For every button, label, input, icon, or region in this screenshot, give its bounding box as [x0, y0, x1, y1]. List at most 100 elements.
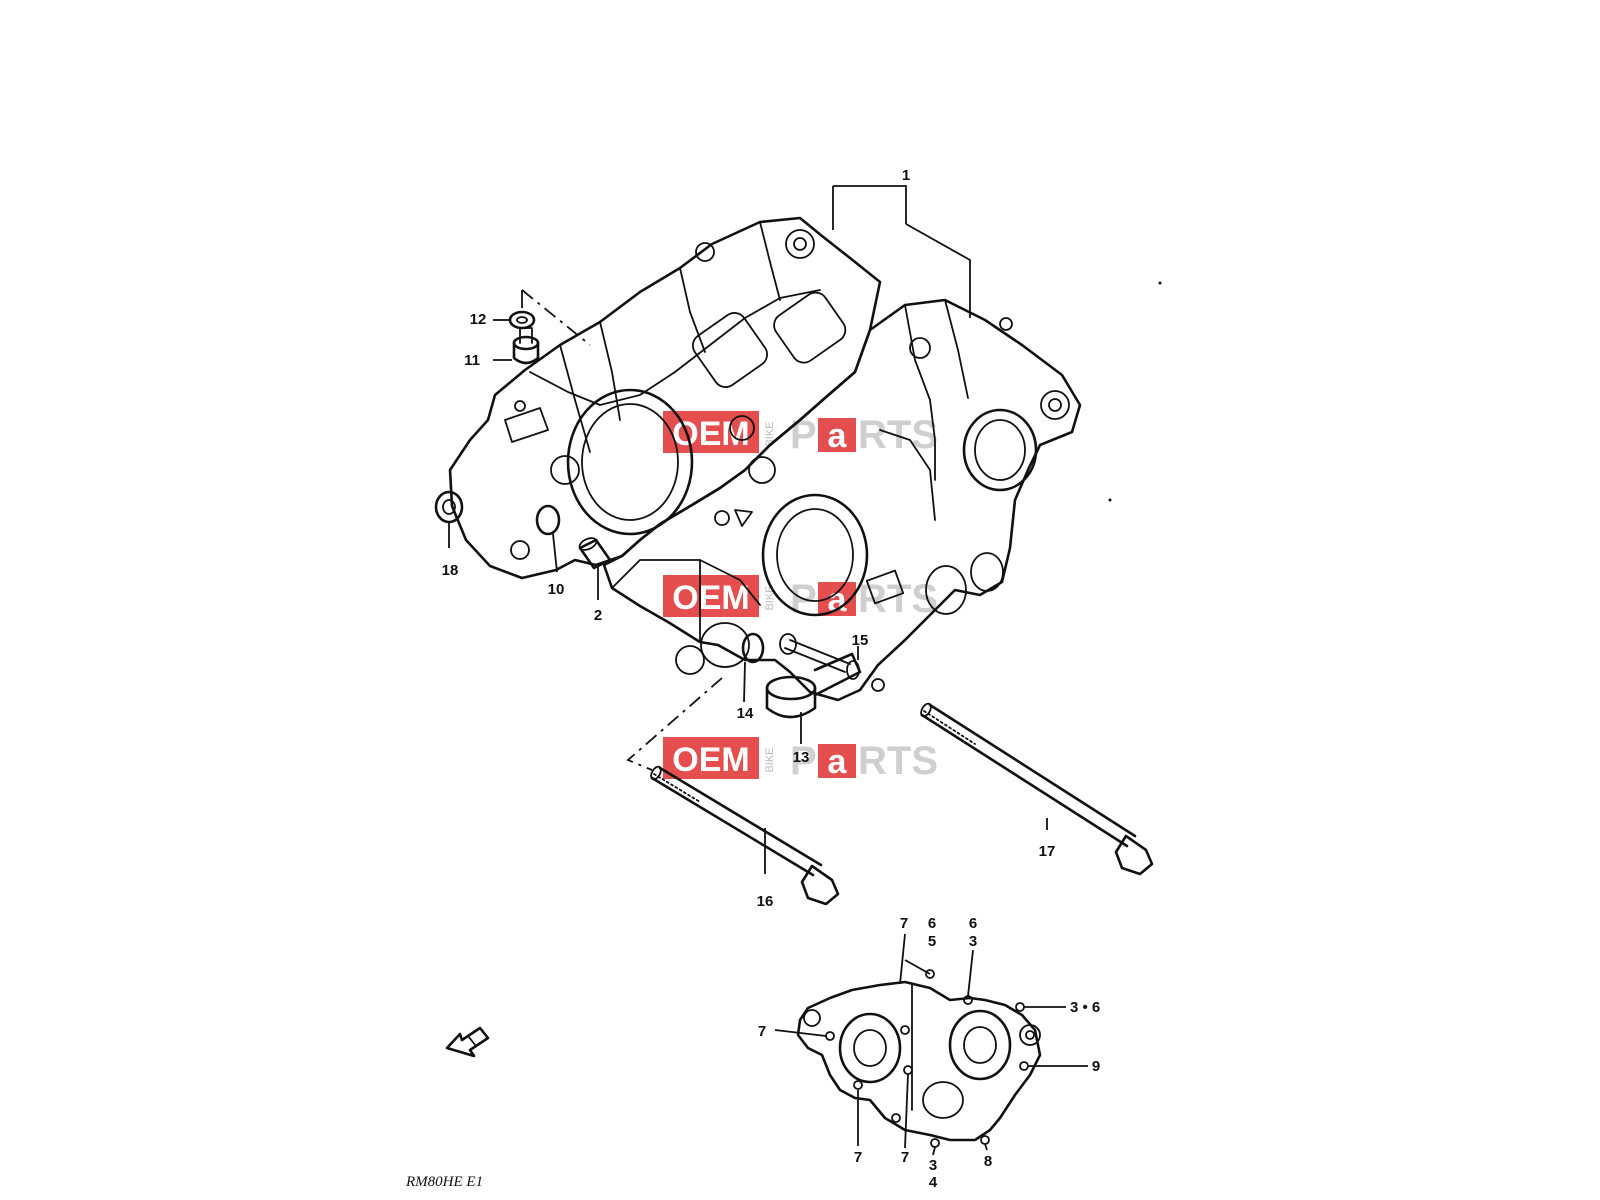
part-label-17: 17	[1039, 843, 1056, 860]
right-case-bore	[925, 565, 967, 615]
inset-boss	[803, 1009, 821, 1027]
watermark-a-box	[818, 744, 856, 778]
left-case-rib	[559, 344, 591, 453]
right-case-rib	[944, 299, 969, 399]
lower-boss	[675, 645, 705, 675]
case-tab	[865, 569, 905, 605]
right-case-rib	[879, 429, 936, 521]
right-crankcase-outline	[602, 298, 1082, 702]
bolt-boss	[1040, 390, 1070, 420]
part-label-11: 11	[464, 352, 480, 369]
bolt-11	[512, 327, 540, 365]
right-shaft-bore	[962, 408, 1038, 492]
bolt-hole	[999, 317, 1013, 331]
bolt-hole	[1048, 398, 1062, 412]
long-bolt-17	[920, 702, 1154, 876]
watermark-parts-a: a	[828, 743, 848, 781]
left-crankcase-outline	[448, 216, 882, 580]
right-case-bore	[970, 552, 1004, 592]
inset-boss-hole	[1025, 1030, 1035, 1040]
bolt-boss	[550, 455, 580, 485]
watermark-parts-rest: RTS	[858, 413, 938, 457]
watermark-parts-rest: RTS	[858, 739, 938, 783]
part-label-1: 1	[902, 167, 910, 184]
inset-label-5: 5	[928, 933, 936, 950]
left-bearing-bore	[566, 388, 694, 536]
bolt-boss	[510, 540, 530, 560]
inset-label-7d: 7	[901, 1149, 909, 1166]
watermark-oem-text: OEM	[672, 415, 749, 453]
left-case-window	[773, 291, 847, 364]
inset-labels: 7 6 5 6 3 3 • 6 7 9 7 7 3 4 8	[758, 915, 1100, 1191]
top-mount-hole	[793, 237, 807, 251]
o-ring-10	[535, 504, 561, 536]
watermark-bike-text: BIKE	[764, 421, 776, 446]
dowel-pin-2	[578, 537, 612, 570]
right-bearing-inner	[776, 508, 854, 602]
inset-label-7: 7	[900, 915, 908, 932]
inset-label-6: 6	[928, 915, 936, 932]
part-labels: 1 12 11 18 10 2 15 14 13 17 16	[442, 167, 1056, 910]
left-case-rib	[679, 267, 706, 353]
long-bolt-16	[650, 765, 840, 906]
symbol-triangle	[734, 509, 753, 527]
left-case-ridge	[529, 289, 821, 406]
part-label-2: 2	[594, 607, 602, 624]
inset-lower-bore	[922, 1081, 964, 1119]
part-label-18: 18	[442, 562, 459, 579]
inset-label-9: 9	[1092, 1058, 1100, 1075]
watermark-parts-a: a	[828, 417, 848, 455]
oil-bore	[700, 622, 750, 668]
watermark-oem-box	[663, 575, 759, 617]
left-bearing-inner	[581, 403, 679, 521]
right-shaft-inner	[974, 419, 1026, 481]
watermark-parts-a: a	[828, 581, 848, 619]
watermark-parts-rest: RTS	[858, 577, 938, 621]
watermark-oem-text: OEM	[672, 579, 749, 617]
stray-dot	[1108, 498, 1112, 502]
part-label-14: 14	[737, 705, 754, 722]
watermark-3: OEM BIKE P a RTS	[663, 737, 938, 783]
top-mount-boss	[695, 242, 715, 262]
front-direction-arrow-icon	[445, 1026, 490, 1058]
inset-label-3b: 3	[929, 1157, 937, 1174]
inset-label-8: 8	[984, 1153, 992, 1170]
part-label-15: 15	[852, 632, 869, 649]
watermark-oem-text: OEM	[672, 741, 749, 779]
watermark-parts-p: P	[790, 739, 817, 783]
watermark-bike-text: BIKE	[764, 747, 776, 772]
small-bolt-15	[779, 633, 860, 680]
watermark-oem-box	[663, 737, 759, 779]
left-case-window	[692, 312, 768, 388]
part-label-12: 12	[470, 311, 487, 328]
plug-18	[434, 490, 464, 524]
inset-right-bore	[948, 1009, 1012, 1081]
watermark-a-box	[818, 418, 856, 452]
part-label-13: 13	[793, 749, 810, 766]
inset-label-4: 4	[929, 1174, 938, 1191]
inset-boss	[1019, 1024, 1041, 1046]
inset-left-bore-inner	[853, 1029, 887, 1067]
inset-label-7c: 7	[854, 1149, 862, 1166]
inset-label-7b: 7	[758, 1023, 766, 1040]
washer-12	[508, 310, 536, 330]
bolt-hole	[871, 678, 885, 692]
inset-leaders	[774, 933, 1088, 1156]
shaft-boss	[748, 456, 776, 484]
inset-case-outline	[796, 980, 1042, 1142]
right-bearing-bore	[761, 493, 869, 617]
top-mount-boss	[785, 229, 815, 259]
watermark-1: OEM BIKE P a RTS	[663, 411, 938, 457]
watermark-bike-text: BIKE	[764, 585, 776, 610]
left-case-rib	[759, 221, 781, 301]
watermark-parts-p: P	[790, 413, 817, 457]
symbol-circle	[714, 510, 730, 526]
shaft-boss	[729, 415, 755, 441]
inset-label-3-6: 3 • 6	[1070, 999, 1100, 1016]
inset-left-bore	[838, 1012, 902, 1084]
left-case-rib	[599, 321, 621, 421]
inset-label-3: 3	[969, 933, 977, 950]
o-ring-14	[741, 632, 765, 664]
inset-bolt-location-diagram: 7 6 5 6 3 3 • 6 7 9 7 7 3 4 8	[758, 915, 1100, 1191]
